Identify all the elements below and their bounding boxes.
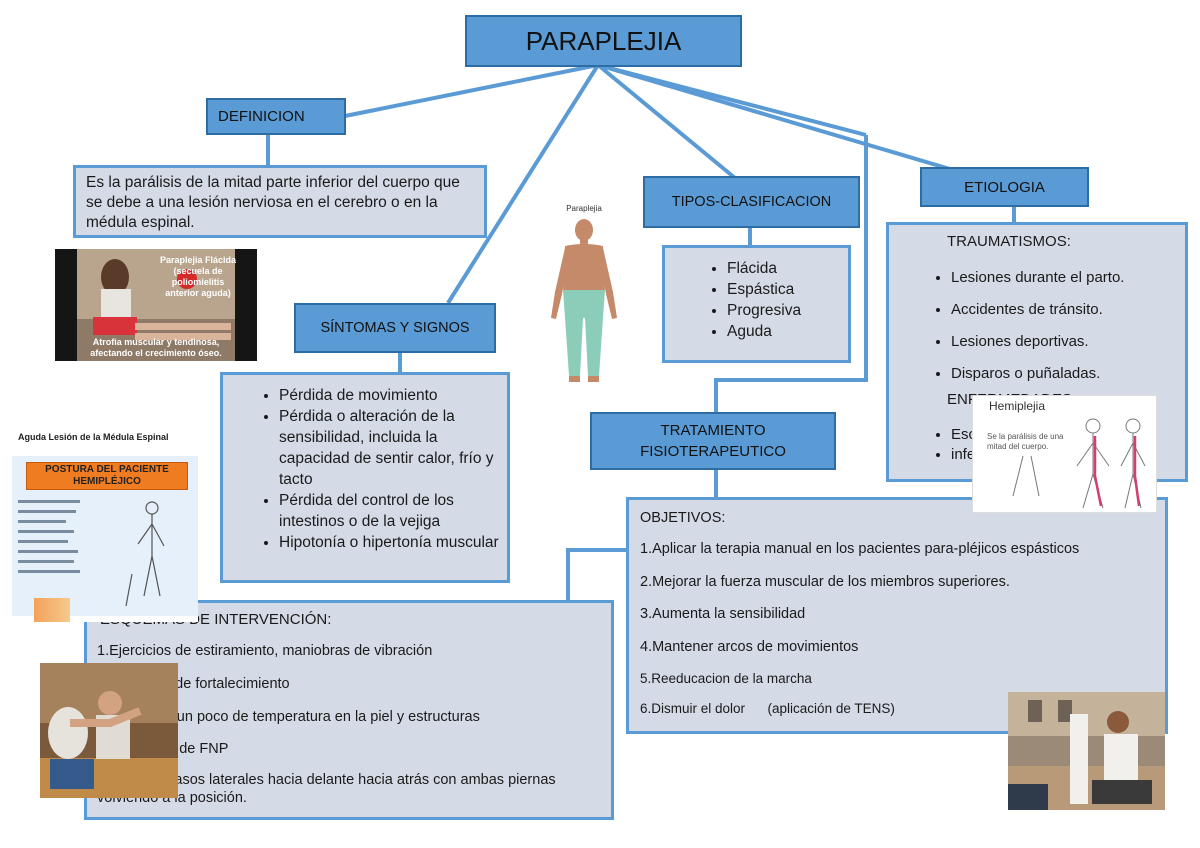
traumatismos-heading: TRAUMATISMOS:	[947, 233, 1071, 250]
esquema-item: 5.Ejecutar pasos laterales hacia delante…	[97, 772, 556, 806]
list-item: Disparos o puñaladas.	[951, 358, 1124, 390]
list-item: Aguda	[727, 321, 848, 342]
therapy-photo-left	[40, 663, 178, 798]
sintomas-box: Pérdida de movimiento Pérdida o alteraci…	[220, 372, 510, 583]
objetivo-item: 1.Aplicar la terapia manual en los pacie…	[640, 541, 1080, 557]
lesion-poster-title: Aguda Lesión de la Médula Espinal	[18, 432, 169, 442]
objetivo-item: 4.Mantener arcos de movimientos	[640, 639, 859, 655]
tratamiento-label-line2: FISIOTERAPEUTICO	[640, 443, 786, 460]
hemiplejia-diagram: Hemiplejia Se la parálisis de una mitad …	[972, 395, 1157, 513]
lesion-medula-poster: Aguda Lesión de la Médula Espinal POSTUR…	[12, 430, 198, 622]
flacida-caption-top: Paraplejia Flácida (secuela de poliomiel…	[159, 255, 237, 298]
page-title: PARAPLEJIA	[525, 25, 682, 56]
spine-graphic	[34, 598, 70, 622]
body-figure-label: Paraplejia	[566, 204, 602, 213]
list-item: Hipotonía o hipertonía muscular	[279, 532, 499, 553]
list-item: Progresiva	[727, 300, 848, 321]
etiologia-label: ETIOLOGIA	[964, 178, 1045, 196]
list-item: Lesiones deportivas.	[951, 326, 1124, 358]
postura-banner: POSTURA DEL PACIENTE HEMIPLÉJICO	[26, 462, 188, 490]
sintomas-label-box: SÍNTOMAS Y SIGNOS	[294, 303, 496, 353]
list-item: Pérdida de movimiento	[279, 385, 499, 406]
tratamiento-label-line1: TRATAMIENTO	[660, 422, 766, 439]
definicion-label-box: DEFINICION	[206, 98, 346, 135]
tipos-label: TIPOS-CLASIFICACION	[671, 194, 832, 210]
objetivo-item: 6.Dismuir el dolor (aplicación de TENS)	[640, 701, 895, 716]
objetivo-item: 5.Reeducacion de la marcha	[640, 671, 812, 686]
hemiplejia-subtitle: Se la parálisis de una mitad del cuerpo.	[987, 432, 1064, 451]
definicion-label: DEFINICION	[218, 108, 305, 125]
tratamiento-label-box: TRATAMIENTO FISIOTERAPEUTICO	[590, 412, 836, 470]
sintomas-label: SÍNTOMAS Y SIGNOS	[320, 320, 470, 336]
tipos-label-box: TIPOS-CLASIFICACION	[643, 176, 860, 228]
sintomas-list: Pérdida de movimiento Pérdida o alteraci…	[223, 385, 507, 553]
objetivo-item: 3.Aumenta la sensibilidad	[640, 606, 806, 622]
body-figure-illustration: Paraplejia	[525, 200, 643, 390]
list-item: Lesiones durante el parto.	[951, 262, 1124, 294]
connector-etiologia	[597, 63, 961, 174]
connector-definicion	[344, 63, 599, 118]
objetivo-item: 2.Mejorar la fuerza muscular de los miem…	[640, 574, 1010, 590]
tipos-list: Flácida Espástica Progresiva Aguda	[665, 258, 848, 342]
objetivos-heading: OBJETIVOS:	[640, 510, 726, 526]
list-item: Accidentes de tránsito.	[951, 294, 1124, 326]
list-item: Pérdida o alteración de la sensibilidad,…	[279, 406, 499, 490]
esquema-item: 3.Aplicando un poco de temperatura en la…	[97, 709, 480, 725]
seated-person-illustration	[77, 249, 235, 361]
traumatismos-list: Lesiones durante el parto. Accidentes de…	[889, 262, 1124, 390]
definicion-box: Es la parálisis de la mitad parte inferi…	[73, 165, 487, 238]
title-box: PARAPLEJIA	[465, 15, 742, 67]
connector-objetivos-esquemas	[566, 548, 626, 617]
postura-panel: POSTURA DEL PACIENTE HEMIPLÉJICO	[12, 456, 198, 616]
paraplejia-flacida-photo: Paraplejia Flácida (secuela de poliomiel…	[55, 249, 257, 361]
list-item: Flácida	[727, 258, 848, 279]
connector-sintomas	[446, 63, 600, 305]
connector-tratamiento-branch	[597, 63, 867, 137]
connector-tipos	[596, 63, 737, 180]
list-item: Pérdida del control de los intestinos o …	[279, 490, 499, 532]
postura-banner-title: POSTURA DEL PACIENTE HEMIPLÉJICO	[45, 464, 169, 487]
tipos-box: Flácida Espástica Progresiva Aguda	[662, 245, 851, 363]
connector-tratamiento	[714, 135, 868, 412]
hemiplejia-title: Hemiplejia	[989, 399, 1046, 413]
etiologia-label-box: ETIOLOGIA	[920, 167, 1089, 207]
esquema-item: 1.Ejercicios de estiramiento, maniobras …	[97, 643, 433, 659]
flacida-caption-bottom: Atrofia muscular y tendinosa, afectando …	[90, 337, 222, 358]
therapy-photo-right	[1008, 692, 1165, 810]
list-item: Espástica	[727, 279, 848, 300]
definicion-text: Es la parálisis de la mitad parte inferi…	[86, 174, 460, 231]
